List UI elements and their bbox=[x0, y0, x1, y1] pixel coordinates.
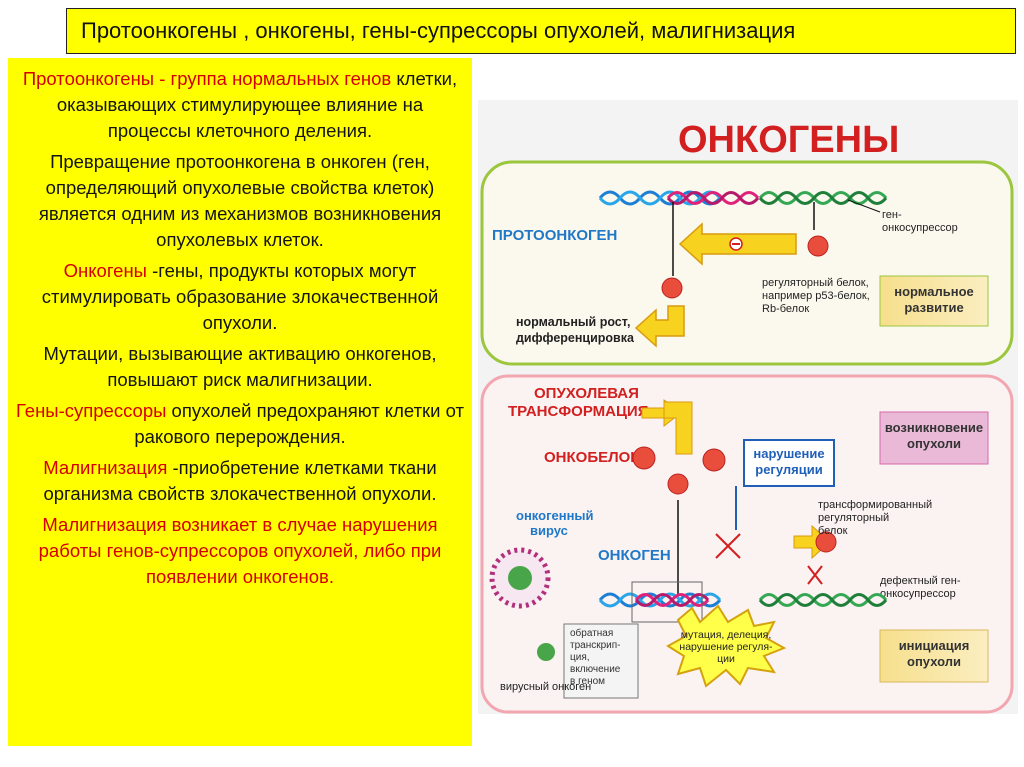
dysregulation-box bbox=[743, 439, 835, 487]
viral-rna-icon bbox=[537, 643, 555, 661]
oncoprotein-icon-2 bbox=[702, 448, 726, 472]
paragraph-text: -приобретение клетками ткани организма с… bbox=[43, 457, 437, 504]
protooncogene-label: ПРОТООНКОГЕН bbox=[492, 227, 617, 244]
mutation-label: мутация, делеция,нарушение регуля-ции bbox=[679, 629, 773, 665]
transformed-protein-icon bbox=[815, 531, 837, 553]
paragraph-text: опухолей предохраняют клетки от ракового… bbox=[134, 400, 464, 447]
initiation-box bbox=[879, 629, 989, 683]
virus-core bbox=[508, 566, 532, 590]
paragraph: Протоонкогены - группа нормальных генов … bbox=[14, 66, 466, 144]
text-panel: Протоонкогены - группа нормальных генов … bbox=[8, 58, 472, 746]
paragraph-term: Онкогены bbox=[63, 260, 147, 281]
paragraph: Гены-супрессоры опухолей предохраняют кл… bbox=[14, 398, 466, 450]
reg-protein-icon bbox=[807, 235, 829, 257]
normal-dev-box bbox=[879, 275, 989, 327]
mutation-burst bbox=[666, 604, 787, 688]
paragraph: Малигнизация -приобретение клетками ткан… bbox=[14, 455, 466, 507]
insertion-box bbox=[631, 581, 703, 623]
reverse-tx-box bbox=[563, 623, 639, 699]
paragraph-term: Гены-супрессоры bbox=[16, 400, 167, 421]
viral-oncogene-label: вирусный онкоген bbox=[500, 681, 591, 693]
suppressor-label: ген-онкосупрессор bbox=[882, 209, 958, 234]
oncoprotein-icon bbox=[632, 446, 656, 470]
paragraph-term: Малигнизация возникает в случае нарушени… bbox=[38, 514, 442, 587]
leader-line bbox=[847, 199, 881, 213]
defective-label: дефектный ген-онкосупрессор bbox=[880, 575, 961, 600]
paragraph-text: -гены, продукты которых могут стимулиров… bbox=[41, 260, 439, 333]
normal-growth-label: нормальный рост,дифференцировка bbox=[516, 315, 635, 345]
paragraph-text: Превращение протоонкогена в онкоген (ген… bbox=[38, 151, 442, 250]
oncogene-label: ОНКОГЕН bbox=[598, 547, 671, 564]
paragraph: Онкогены -гены, продукты которых могут с… bbox=[14, 258, 466, 336]
reg-protein-label: регуляторный белок,например р53-белок,Rb… bbox=[762, 277, 870, 315]
slide-title-text: Протоонкогены , онкогены, гены-супрессор… bbox=[81, 18, 796, 43]
paragraph-term: Малигнизация bbox=[43, 457, 168, 478]
paragraph: Малигнизация возникает в случае нарушени… bbox=[14, 512, 466, 590]
paragraph: Мутации, вызывающие активацию онкогенов,… bbox=[14, 341, 466, 393]
slide-title: Протоонкогены , онкогены, гены-супрессор… bbox=[66, 8, 1016, 54]
dna-strand-bottom bbox=[598, 592, 888, 608]
paragraph-text: клетки, оказывающих стимулирующее влияни… bbox=[56, 68, 458, 141]
dna-strand-top bbox=[598, 190, 888, 206]
oncoprotein-label: ОНКОБЕЛОК bbox=[544, 449, 640, 466]
tumor-onset-box bbox=[879, 411, 989, 465]
paragraph-term: Протоонкогены - группа нормальных генов bbox=[22, 68, 392, 89]
diagram-heading: ОНКОГЕНЫ bbox=[678, 119, 899, 161]
oncoprotein-icon-3 bbox=[667, 473, 689, 495]
oncogenes-diagram: ОНКОГЕНЫ ген-онкосупрессор ПРОТООНКОГЕН … bbox=[478, 100, 1018, 714]
paragraph: Превращение протоонкогена в онкоген (ген… bbox=[14, 149, 466, 253]
protein-icon bbox=[661, 277, 683, 299]
paragraph-text: Мутации, вызывающие активацию онкогенов,… bbox=[43, 343, 437, 390]
yellow-arrow-growth bbox=[634, 305, 685, 348]
yellow-arrow-up bbox=[663, 401, 693, 455]
